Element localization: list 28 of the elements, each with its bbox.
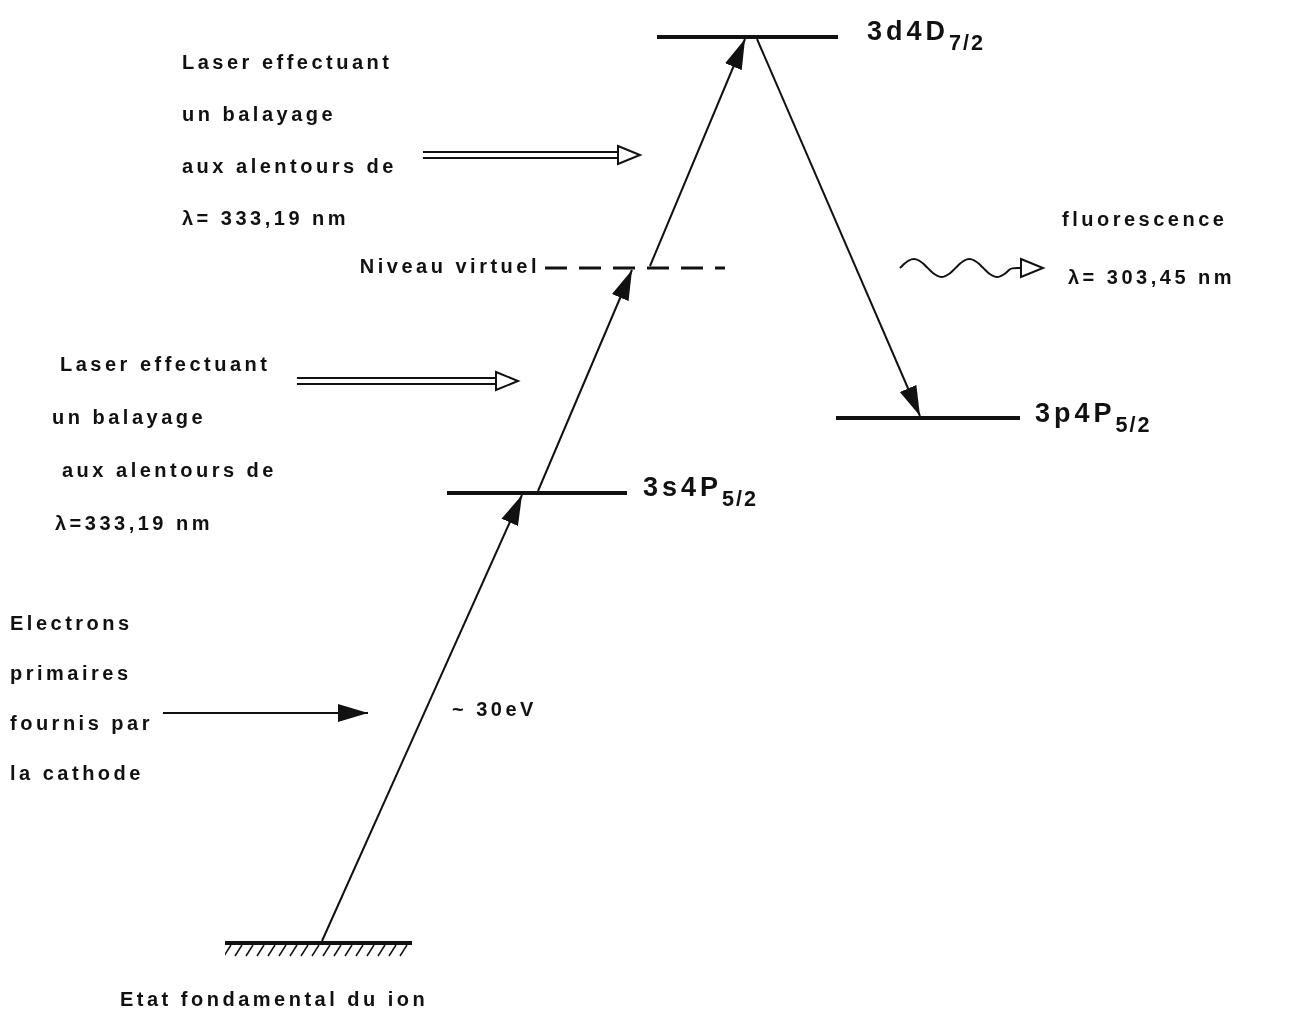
annotation-text: aux alentours de (182, 154, 397, 179)
wavy-arrow (899, 258, 1044, 278)
double-arrow (295, 371, 519, 391)
annotation-text: λ= 303,45 nm (1068, 265, 1236, 290)
state-label: Etat fondamental du ion (120, 988, 429, 1011)
annotation-text: un balayage (52, 405, 208, 430)
level-label: 3d4D$_{7/2}$ (867, 16, 986, 56)
annotation-text: fournis par (10, 711, 153, 736)
annotation-text: λ= 333,19 nm (182, 206, 351, 231)
annotation-text: un balayage (182, 102, 338, 127)
arrow (321, 494, 523, 942)
annotation-text: aux alentours de (62, 458, 277, 483)
annotation-text: Electrons (10, 611, 134, 636)
annotation-text: la cathode (10, 761, 145, 786)
annotation-text: Laser effectuant (182, 50, 394, 75)
double-arrow (421, 145, 641, 165)
arrow (649, 38, 746, 267)
annotation-text: λ=333,19 nm (55, 511, 215, 536)
arrow (537, 269, 633, 492)
virtual-level-line (545, 266, 725, 270)
arrow (161, 704, 369, 722)
level-label: 3p4P$_{5/2}$ (1035, 398, 1152, 438)
annotation-text: primaires (10, 661, 133, 686)
arrow (756, 38, 921, 417)
level-label: Niveau virtuel (359, 255, 540, 278)
ground-state-line (225, 941, 412, 957)
level-label: 3s4P$_{5/2}$ (643, 472, 759, 512)
annotation-text: Laser effectuant (60, 352, 272, 377)
